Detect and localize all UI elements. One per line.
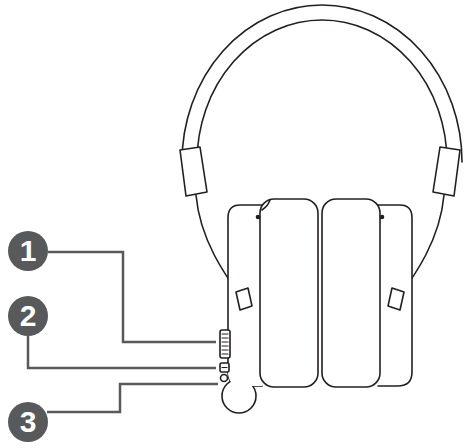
cup-housing-left — [228, 205, 262, 386]
yoke-joint-right — [388, 288, 404, 310]
leader-line-1 — [48, 252, 216, 342]
headband-outer — [182, 5, 462, 162]
volume-wheel — [220, 330, 230, 358]
headband-inner — [197, 20, 447, 162]
leader-line-2 — [28, 336, 216, 368]
hinge-right — [433, 147, 460, 196]
ear-pad-left — [260, 199, 318, 387]
hinge-left — [180, 147, 207, 196]
mic-mute-switch — [220, 363, 229, 372]
ear-pad-right — [322, 199, 380, 387]
callout-number: 3 — [8, 402, 48, 442]
callout-number: 2 — [8, 296, 48, 336]
callout-number: 1 — [8, 231, 48, 271]
cup-housing-right — [378, 205, 412, 386]
yoke-joint-left — [236, 288, 252, 310]
audio-jack — [221, 375, 228, 382]
leader-line-3 — [47, 384, 218, 412]
